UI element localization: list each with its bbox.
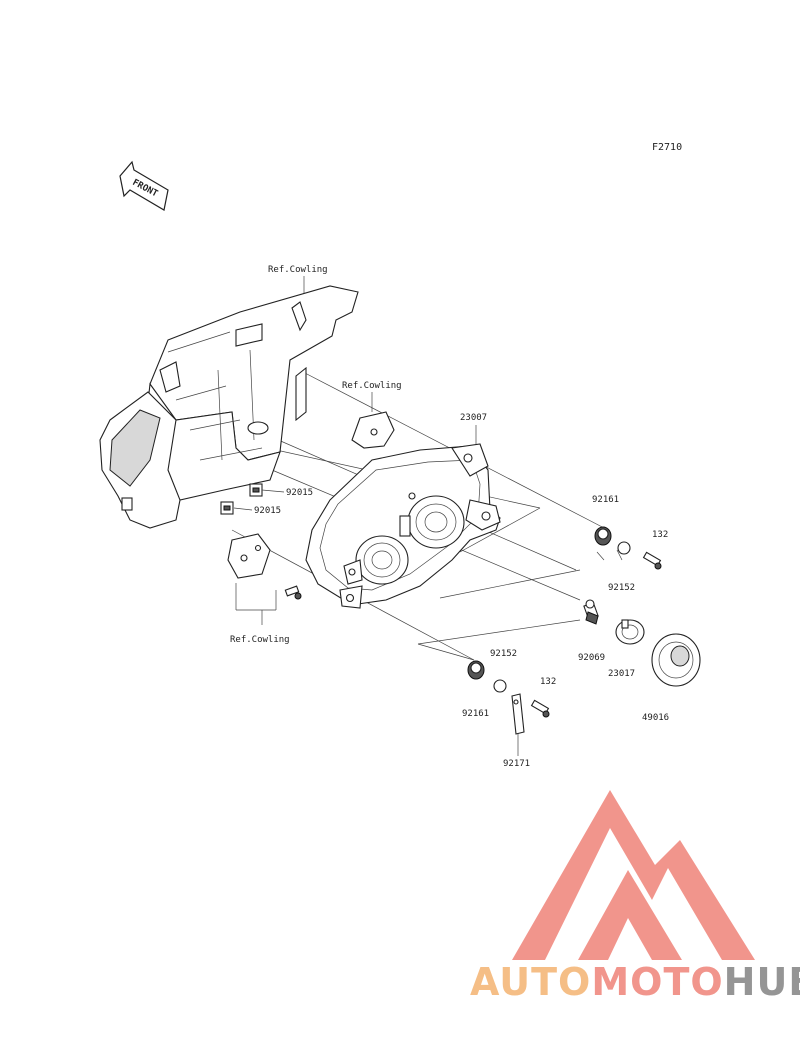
label-132-a: 132 (652, 530, 668, 540)
label-92171: 92171 (503, 759, 530, 769)
figure-code: F2710 (652, 142, 682, 153)
headlight-assembly (305, 443, 501, 609)
logo-part3: HUB (724, 960, 800, 1004)
label-92152-a: 92152 (608, 583, 635, 593)
socket-23017 (615, 619, 645, 645)
label-92161-b: 92161 (462, 709, 489, 719)
clip-92015-b (220, 501, 234, 515)
bulb-92069 (583, 599, 599, 625)
screw-132-a (642, 551, 662, 570)
ref-cowling-bottom-label: Ref.Cowling (230, 635, 290, 645)
clip-92015-a (249, 483, 263, 497)
grommet-92161-b (467, 660, 485, 680)
lower-bracket (227, 533, 271, 579)
upper-bracket-assembly (99, 285, 359, 529)
screw-132-b (530, 699, 550, 718)
collar-92152-b (493, 679, 507, 693)
label-92015-a: 92015 (286, 488, 313, 498)
cap-49016 (651, 633, 701, 687)
bolt-small (284, 585, 302, 600)
logo-part1: AUTO (470, 960, 591, 1004)
label-23017: 23017 (608, 669, 635, 679)
ref-cowling-mid-label: Ref.Cowling (342, 381, 402, 391)
label-92161-a: 92161 (592, 495, 619, 505)
front-arrow-icon: FRONT (119, 160, 169, 211)
clamp-92171 (511, 693, 525, 735)
logo-part2: MOTO (591, 960, 723, 1004)
collar-92152-a (617, 541, 631, 555)
label-49016: 49016 (642, 713, 669, 723)
label-92069: 92069 (578, 653, 605, 663)
automotohub-logo: AUTOMOTOHUB (470, 790, 800, 1004)
label-92152-b: 92152 (490, 649, 517, 659)
label-23007: 23007 (460, 413, 487, 423)
ref-cowling-top-label: Ref.Cowling (268, 265, 328, 275)
label-132-b: 132 (540, 677, 556, 687)
grommet-92161-a (594, 526, 612, 546)
label-92015-b: 92015 (254, 506, 281, 516)
svg-text:AUTOMOTOHUB: AUTOMOTOHUB (470, 960, 800, 1004)
mid-bracket (351, 411, 395, 449)
